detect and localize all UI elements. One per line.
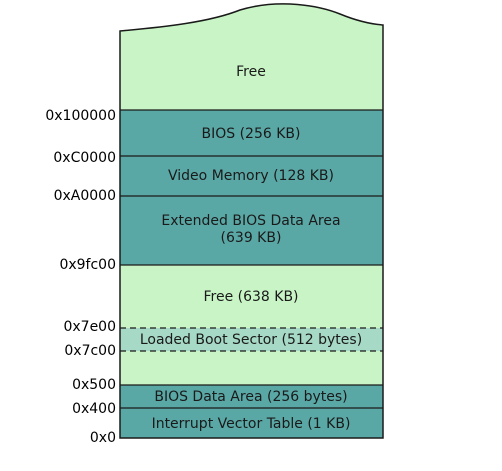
region-label-free-top: Free xyxy=(236,64,266,80)
address-label-0x7e00: 0x7e00 xyxy=(63,319,116,335)
address-label-0x7c00: 0x7c00 xyxy=(64,343,116,359)
address-label-0xa0000: 0xA0000 xyxy=(54,188,116,204)
address-label-0x500: 0x500 xyxy=(72,377,116,393)
address-label-0x100000: 0x100000 xyxy=(45,108,116,124)
address-label-0x400: 0x400 xyxy=(72,401,116,417)
region-label-ebda-size: (639 KB) xyxy=(221,230,282,246)
region-label-free-638: Free (638 KB) xyxy=(203,289,298,305)
region-label-ivt: Interrupt Vector Table (1 KB) xyxy=(152,416,351,432)
region-free-low xyxy=(120,351,383,385)
memory-map-outline xyxy=(119,3,384,439)
region-boot-sector xyxy=(120,328,383,351)
address-label-0xc0000: 0xC0000 xyxy=(53,150,116,166)
region-video-memory xyxy=(120,156,383,196)
region-label-bios-data-area: BIOS Data Area (256 bytes) xyxy=(154,389,347,405)
region-bios-data-area xyxy=(120,385,383,408)
region-label-video-memory: Video Memory (128 KB) xyxy=(168,168,334,184)
region-label-bios: BIOS (256 KB) xyxy=(202,126,301,142)
region-free-638 xyxy=(120,265,383,328)
boot-sector-bounds xyxy=(120,327,383,352)
region-ebda xyxy=(120,196,383,265)
address-label-0x0: 0x0 xyxy=(90,430,116,446)
region-free-top xyxy=(120,3,383,110)
address-label-0x9fc00: 0x9fc00 xyxy=(59,257,116,273)
region-label-boot-sector: Loaded Boot Sector (512 bytes) xyxy=(140,332,362,348)
region-bios xyxy=(120,110,383,156)
region-ivt xyxy=(120,408,383,438)
region-label-ebda: Extended BIOS Data Area xyxy=(161,213,340,229)
region-dividers xyxy=(120,109,383,409)
